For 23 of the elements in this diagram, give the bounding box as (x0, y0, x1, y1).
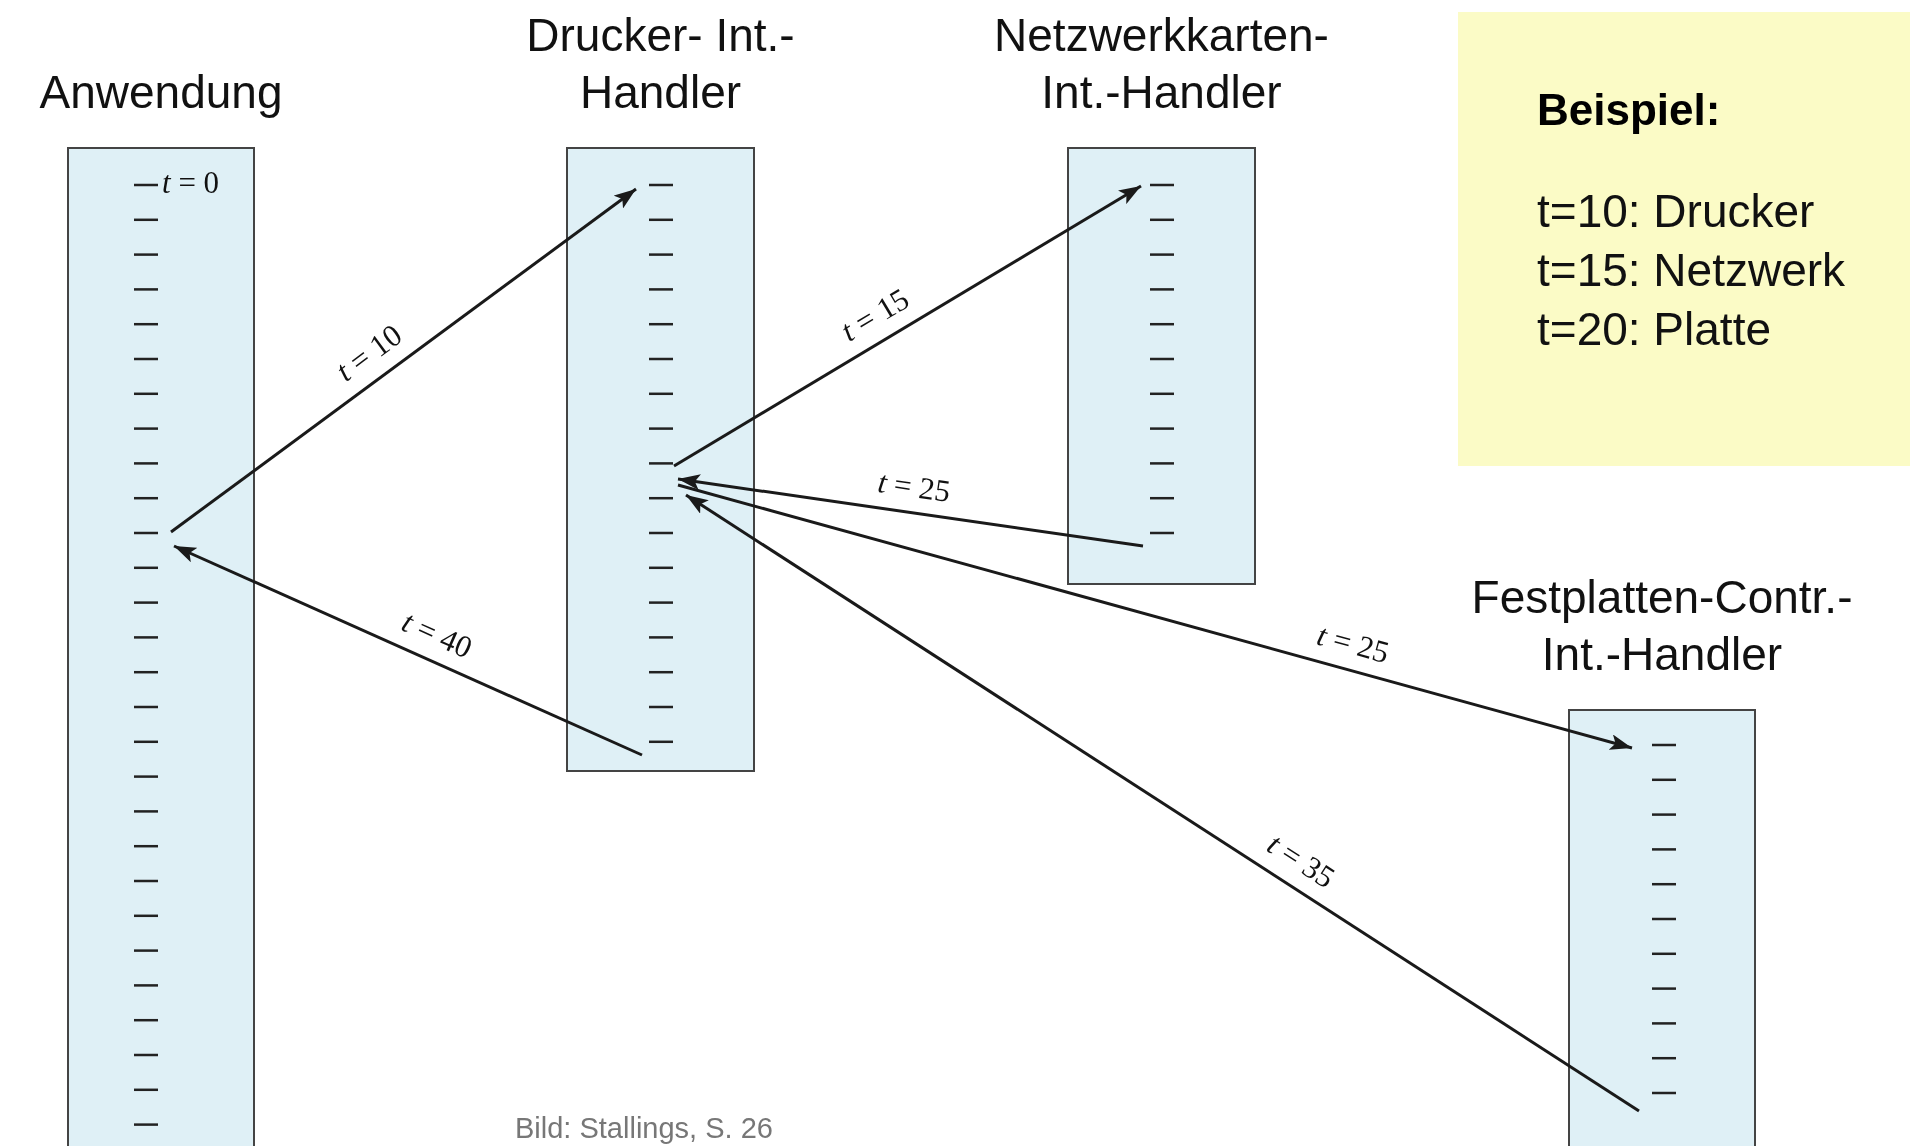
column-title: Anwendung (39, 65, 283, 120)
arrow (677, 483, 1633, 750)
note-line: t=10: Drucker (1537, 184, 1815, 239)
time-label: t = 0 (162, 166, 220, 200)
column-title: Festplatten-Contr.- Int.-Handler (1470, 570, 1854, 682)
note-box (1458, 12, 1910, 466)
arrow (673, 184, 1142, 468)
arrow (685, 493, 1640, 1113)
arrow (677, 474, 1144, 548)
note-line: t=20: Platte (1537, 302, 1771, 357)
arrow (170, 187, 637, 534)
edge-label: t = 10 (330, 318, 409, 389)
edge-label: t = 25 (1313, 618, 1393, 671)
arrow (173, 544, 643, 757)
edge-label: t = 25 (875, 464, 953, 509)
note-line: t=15: Netzwerk (1537, 243, 1846, 298)
source-caption: Bild: Stallings, S. 26 (515, 1111, 773, 1145)
edge-label: t = 40 (397, 604, 478, 666)
edge-label: t = 15 (835, 281, 916, 349)
note-heading: Beispiel: (1537, 84, 1721, 136)
column-title: Netzwerkkarten- Int.-Handler (993, 8, 1330, 120)
column-title: Drucker- Int.-Handler (525, 8, 796, 120)
edge-label: t = 35 (1260, 827, 1341, 896)
